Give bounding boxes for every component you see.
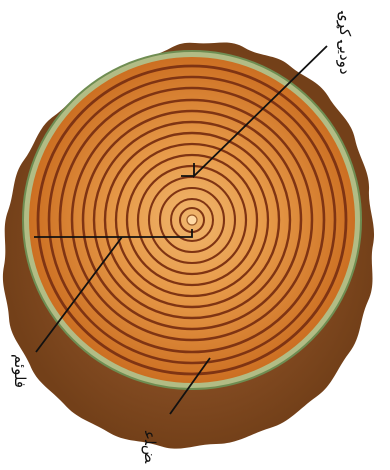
annual-rings-label: دوديۍ کړۍ xyxy=(336,10,354,75)
phloem-label: فلوئم xyxy=(11,354,29,388)
pith-center xyxy=(187,215,197,225)
cambium-label: ﺾﻠﻋ xyxy=(141,430,159,464)
